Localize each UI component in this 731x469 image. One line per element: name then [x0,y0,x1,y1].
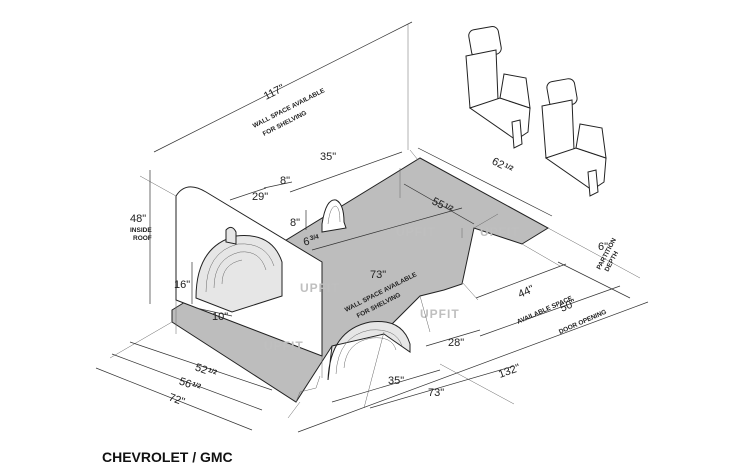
seat-driver [465,26,531,149]
dim-8-top: 8" [280,175,290,187]
dim-48: 48" [130,213,146,225]
svg-text:1/2: 1/2 [503,162,515,173]
dim-56-1-2: 56 1/2 [177,375,202,391]
watermark-4: UPFIT [420,307,460,321]
svg-text:1/2: 1/2 [191,381,202,391]
svg-text:1/2: 1/2 [207,367,218,377]
dim-28: 28" [448,337,464,349]
floor-edge [295,375,321,403]
dim-132: 132" [497,362,522,381]
wheel-well-left [195,235,283,313]
bracket-left [225,226,237,245]
watermark-5: UPFIT [264,339,304,353]
svg-text:52: 52 [193,361,209,376]
vehicle-title: CHEVROLET / GMC [102,449,233,465]
dim-73-bottom: 73" [428,387,444,399]
watermark-3: UPFIT [300,281,340,295]
svg-text:56: 56 [177,375,193,390]
dim-73-center: 73" [370,269,386,281]
dim-117: 117" [262,82,287,102]
dim-35-bottom: 35" [388,375,404,387]
svg-text:1/2: 1/2 [443,202,455,213]
dim-72: 72" [167,392,186,409]
dim-52-1-2: 52 1/2 [193,361,218,377]
svg-text:3/4: 3/4 [309,233,320,242]
dim-6-partition: 6" [598,241,608,253]
svg-text:62: 62 [490,155,506,171]
dim-35-top: 35" [320,151,336,163]
dim-16: 16" [174,279,190,291]
watermark-1: UPFIT [396,225,436,239]
dim-8-side: 8" [290,217,300,229]
extension-lines [109,24,641,419]
seat-passenger [541,78,607,197]
bracket-center [321,199,347,233]
wheel-well-right [327,320,411,381]
dim-55-1-2: 55 1/2 [430,195,455,213]
dim-29: 29" [252,191,268,203]
dim-62-1-2: 62 1/2 [490,155,515,173]
svg-text:6: 6 [302,236,310,249]
dimension-lines [95,21,649,433]
dim-6-3-4: 6 3/4 [302,233,320,249]
inside-roof-1: INSIDE [130,227,152,234]
watermark-2: UPFIT [480,225,520,239]
dim-44: 44" [516,283,536,301]
inside-roof-2: ROOF [133,235,152,242]
dim-10: 10" [212,311,228,323]
svg-text:55: 55 [430,195,446,211]
